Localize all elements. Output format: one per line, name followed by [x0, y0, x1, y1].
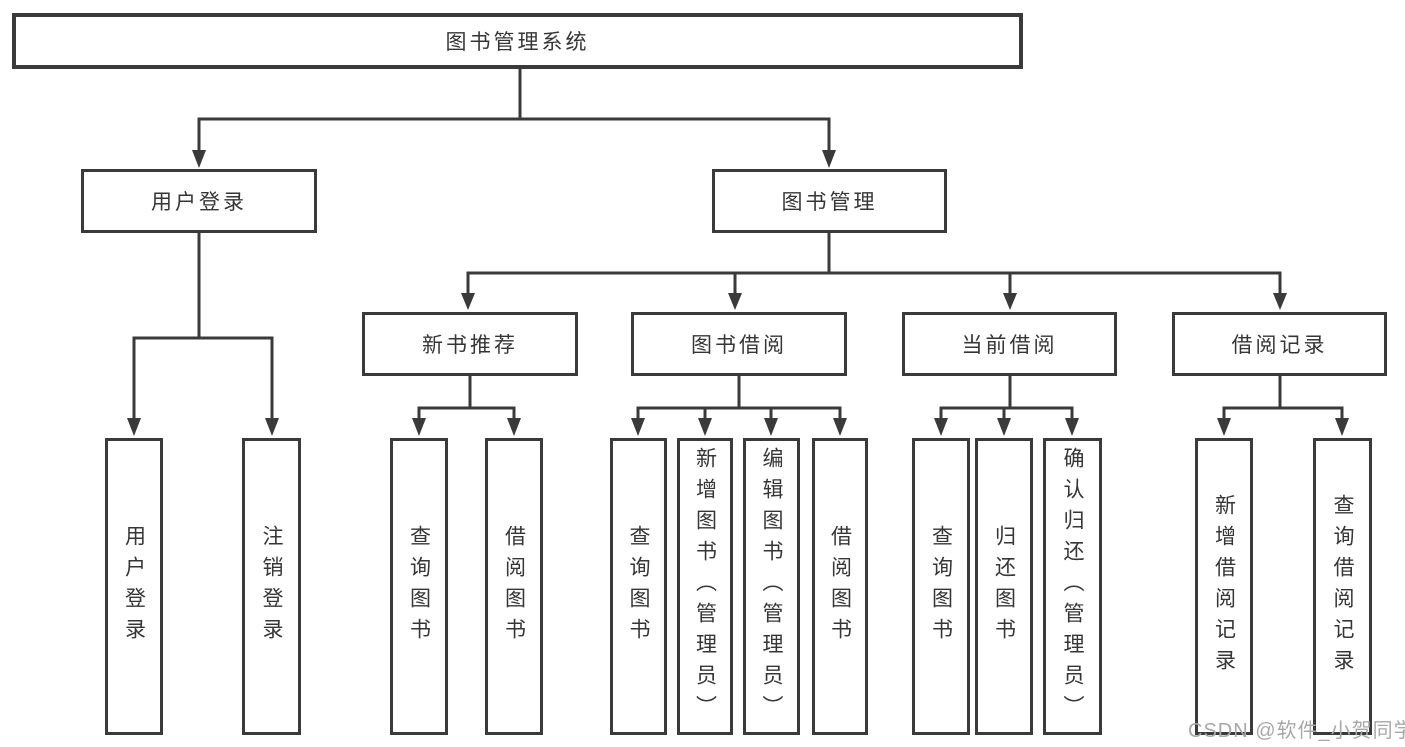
leaf-label: 注销登录	[260, 524, 283, 649]
leaf-label: 借阅图书	[502, 524, 526, 649]
leaf-label: 新增图书（管理员）	[693, 447, 717, 726]
node-user-login: 用户登录	[81, 169, 317, 233]
leaf-confirm-return-admin: 确认归还（管理员）	[1043, 438, 1102, 735]
node-book-borrowing: 图书借阅	[631, 312, 847, 376]
node-label: 图书借阅	[691, 334, 787, 357]
leaf-query-borrow-record: 查询借阅记录	[1313, 438, 1372, 735]
leaf-label: 新增借阅记录	[1212, 493, 1236, 680]
leaf-query-books-borrowing: 查询图书	[610, 438, 667, 735]
leaf-query-books-current: 查询图书	[912, 438, 970, 735]
connector-book-management-to-level3	[461, 231, 1287, 310]
connector-new-book-recommend-to-leaves	[412, 374, 521, 436]
node-label: 图书管理系统	[445, 31, 590, 54]
connector-user-login-to-leaves	[127, 231, 279, 436]
leaf-add-books-admin: 新增图书（管理员）	[677, 438, 733, 735]
leaf-borrow-books: 借阅图书	[812, 438, 868, 735]
leaf-user-login: 用户登录	[105, 438, 163, 735]
node-borrowing-records: 借阅记录	[1172, 312, 1387, 376]
leaf-borrow-books-recommend: 借阅图书	[485, 438, 543, 735]
node-label: 新书推荐	[422, 334, 518, 357]
leaf-label: 查询借阅记录	[1331, 493, 1354, 680]
leaf-label: 编辑图书（管理员）	[760, 447, 783, 726]
leaf-edit-books-admin: 编辑图书（管理员）	[743, 438, 800, 735]
node-label: 借阅记录	[1231, 334, 1328, 357]
leaf-add-borrow-record: 新增借阅记录	[1195, 438, 1253, 735]
leaf-label: 借阅图书	[828, 524, 852, 649]
node-label: 用户登录	[151, 191, 247, 214]
node-current-borrowing: 当前借阅	[902, 312, 1117, 376]
connector-root-to-level2	[192, 67, 836, 168]
leaf-query-books-recommend: 查询图书	[390, 438, 448, 735]
node-label: 图书管理	[781, 191, 878, 214]
leaf-return-books: 归还图书	[975, 438, 1033, 735]
node-new-book-recommend: 新书推荐	[362, 312, 578, 376]
leaf-logout: 注销登录	[242, 438, 301, 735]
leaf-label: 用户登录	[122, 524, 146, 649]
node-library-management-system: 图书管理系统	[12, 13, 1023, 69]
connector-book-borrowing-to-leaves	[631, 374, 847, 436]
node-book-management: 图书管理	[712, 169, 947, 233]
connector-borrowing-records-to-leaves	[1217, 374, 1349, 436]
node-label: 当前借阅	[961, 334, 1058, 357]
leaf-label: 查询图书	[627, 524, 650, 649]
leaf-label: 确认归还（管理员）	[1061, 447, 1084, 726]
connector-current-borrowing-to-leaves	[934, 374, 1079, 436]
leaf-label: 查询图书	[929, 524, 953, 649]
leaf-label: 查询图书	[407, 524, 431, 649]
leaf-label: 归还图书	[992, 524, 1016, 649]
